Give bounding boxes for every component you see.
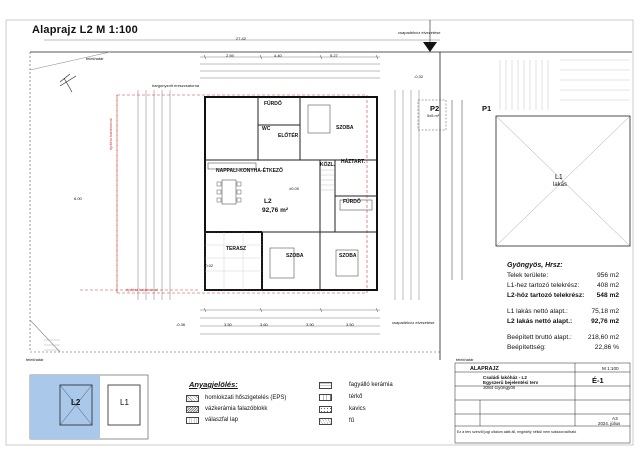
- dim-top-3: 2.59: [226, 53, 234, 58]
- titleblock-project-3: 3084 Gyöngyös: [483, 385, 516, 390]
- room-nappali: NAPPALI-KONYHA-ÉTKEZŐ: [216, 168, 283, 174]
- site-info-row: L1-hez tartozó telekrész:408 m2: [507, 282, 619, 289]
- site-info-heading: Gyöngyös, Hrsz:: [507, 262, 563, 269]
- room-furdo: FÜRDŐ: [343, 199, 361, 205]
- room-terasz: TERASZ: [226, 246, 246, 252]
- titleblock-date: 2024. július: [598, 421, 621, 426]
- room-szoba-bl: SZOBA: [286, 253, 304, 259]
- parking-p2-size: 5x5 m²: [427, 113, 440, 118]
- note-building-line-left: építési határvonal: [108, 118, 113, 150]
- dim-top-2: 5.27: [330, 53, 338, 58]
- level-garden: -0.36: [176, 322, 186, 327]
- note-rainwater-bottom: csapadékvíz elvezetése: [392, 320, 435, 325]
- site-info-panel: Gyöngyös, Hrsz: Telek területe:956 m2 L1…: [507, 262, 619, 355]
- swatch-ceramic-block: [186, 406, 199, 413]
- site-info-row: L1 lakás nettó alapt.:75,18 m2: [507, 308, 619, 315]
- dim-total-width: 27.42: [236, 36, 247, 41]
- titleblock-project-1: Családi lakóház - L2: [483, 375, 527, 380]
- keyplan-l2: L2: [71, 398, 81, 407]
- level-floor: ±0.00: [289, 186, 299, 191]
- swatch-partition: [186, 417, 199, 424]
- parking-p2-label: P2: [430, 104, 440, 113]
- dim-top-1: 4.40: [274, 53, 282, 58]
- site-info-row: Beépített bruttó alapt.:218,60 m2: [507, 334, 619, 341]
- house-l1-sub: lakás: [553, 182, 568, 188]
- titleblock-drawing-title: ALAPRAJZ: [470, 366, 499, 372]
- site-info-row: Beépítettség:22,86 %: [507, 344, 619, 351]
- dim-bottom-3: 3.90: [306, 322, 314, 327]
- swatch-eps: [186, 395, 199, 402]
- note-plot-boundary-bottom: telekhatár: [26, 357, 44, 362]
- room-haztart: HÁZTART.: [341, 159, 366, 165]
- site-info-row: L2-höz tartozó telekrész:548 m2: [507, 292, 619, 299]
- legend-item-frost-tile: fagyálló kerámia: [349, 382, 393, 388]
- dim-bottom-4: 3.50: [346, 322, 354, 327]
- titleblock-sheet-no: É-1: [592, 376, 604, 385]
- note-plot-boundary-right: telekhatár: [456, 357, 474, 362]
- sheet-title: Alaprajz L2 M 1:100: [32, 24, 138, 36]
- site-info-row: L2 lakás nettó alapt.:92,76 m2: [507, 318, 619, 325]
- legend-item-partition: válaszfal lap: [205, 417, 239, 423]
- level-terrace: -0.02: [204, 263, 214, 268]
- legend-item-eps: homlokzati hőszigetelés (EPS): [205, 395, 287, 401]
- note-gutter: hargonyzott ereszcsatorna: [152, 83, 200, 88]
- keyplan-l1: L1: [120, 398, 129, 407]
- room-kozl: KÖZL.: [320, 162, 335, 168]
- swatch-paver: [319, 394, 332, 401]
- titleblock-project-2: Egyszerű bejelentési terv: [483, 380, 539, 385]
- swatch-grass: [319, 418, 332, 425]
- dim-left-offset: 6.00: [74, 196, 82, 201]
- house-l1-label: L1: [555, 174, 563, 181]
- legend-item-paver: térkő: [349, 394, 363, 400]
- titleblock-footer: Ez a terv szerzői jogi oltalom alatt áll…: [457, 430, 577, 434]
- site-info-row: Telek területe:956 m2: [507, 272, 619, 279]
- note-building-line-bottom: építési határvonal: [126, 287, 158, 292]
- dim-bottom-2: 3.60: [260, 322, 268, 327]
- room-szoba-br: SZOBA: [339, 253, 357, 259]
- room-szoba-top: SZOBA: [336, 125, 354, 131]
- swatch-frost-tile: [319, 382, 332, 389]
- area-value: 92,76 m²: [262, 207, 289, 214]
- swatch-gravel: [319, 406, 332, 413]
- dim-bottom-1: 3.50: [224, 322, 232, 327]
- parking-p1-label: P1: [482, 104, 492, 113]
- titleblock-paper: A3: [612, 416, 618, 421]
- legend-item-ceramic-block: vázkerámia falazóblokk: [205, 406, 268, 412]
- room-furdo-small: FÜRDŐ: [264, 101, 282, 107]
- legend-title: Anyagjelölés:: [189, 380, 238, 389]
- room-wc: WC: [262, 126, 271, 132]
- room-eloter: ELŐTÉR: [278, 133, 299, 139]
- legend-item-gravel: kavics: [349, 406, 366, 412]
- note-rainwater-top: csapadékvíz elvezetése: [398, 30, 441, 35]
- legend-item-grass: fű: [349, 418, 355, 424]
- level-entrance: -0.32: [414, 74, 424, 79]
- note-plot-boundary-top: telekhatár: [86, 56, 104, 61]
- titleblock-scale: M 1:100: [602, 366, 619, 371]
- area-label: L2: [264, 198, 272, 205]
